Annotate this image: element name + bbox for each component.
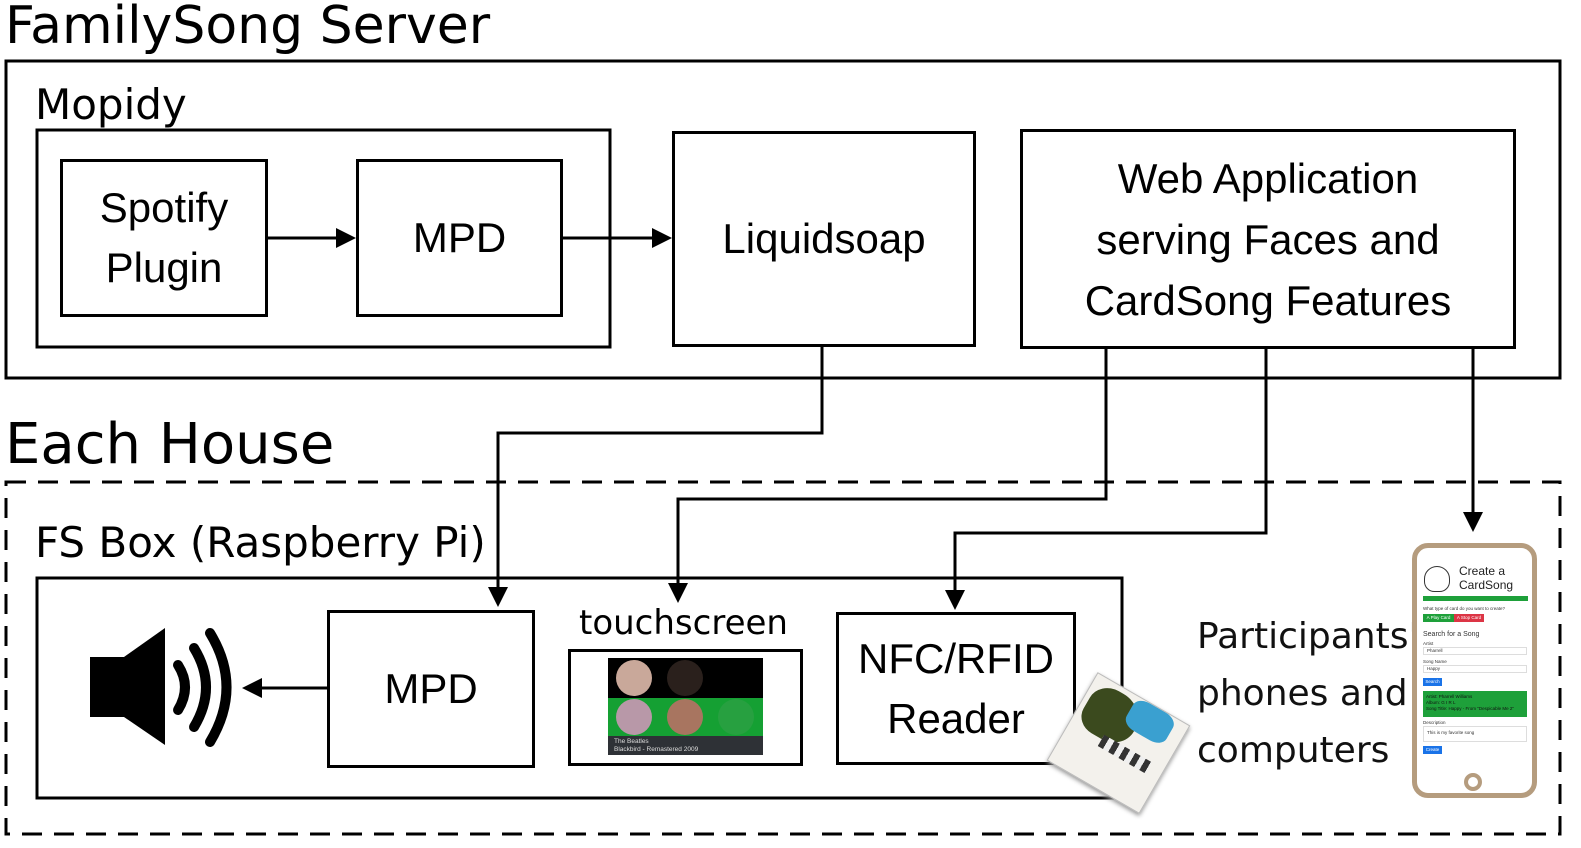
touchscreen-label: touchscreen: [579, 603, 788, 643]
house-mpd-box: MPD: [327, 610, 535, 768]
nfc-reader-box: NFC/RFID Reader: [836, 612, 1076, 765]
server-box: [4, 59, 1562, 380]
arrowhead: [652, 228, 672, 248]
face-avatar: [616, 699, 652, 735]
server-mpd-box: MPD: [356, 159, 563, 317]
arrowhead: [668, 583, 688, 603]
arrowhead: [242, 678, 262, 698]
search-result: Artist: Pharrell Williams Album: G I R L…: [1423, 691, 1527, 717]
now-playing-artist: The Beatles: [614, 738, 649, 745]
phone-mockup: Create a CardSong What type of card do y…: [1412, 543, 1537, 798]
arrowhead: [488, 587, 508, 607]
arrowhead: [336, 228, 356, 248]
server-title: FamilySong Server: [5, 0, 491, 56]
arrowhead: [1463, 512, 1483, 532]
song-label: Song Name: [1423, 659, 1447, 664]
description-label: Description: [1423, 720, 1446, 725]
participants-label: Participants' phones and computers: [1197, 616, 1419, 771]
search-heading: Search for a Song: [1423, 631, 1480, 638]
arrow-liquidsoap-housempd: [496, 346, 824, 590]
liquidsoap-box: Liquidsoap: [672, 131, 976, 347]
create-button[interactable]: Create: [1423, 746, 1442, 754]
artist-label: Artist: [1423, 641, 1434, 646]
face-avatar: [667, 699, 703, 735]
speaker-icon: [90, 628, 232, 747]
status-bar: [1423, 596, 1528, 601]
house-title: Each House: [5, 412, 335, 477]
artist-input[interactable]: Pharrell: [1423, 647, 1527, 655]
fsbox-label: FS Box (Raspberry Pi): [35, 518, 486, 567]
face-avatar: [667, 660, 703, 696]
arrow-web-touchscreen: [676, 348, 1108, 586]
spotify-plugin-box: Spotify Plugin: [60, 159, 268, 317]
now-playing-bar: The Beatles Blackbird - Remastered 2009: [608, 736, 763, 755]
face-avatar: [718, 699, 754, 735]
home-button-icon: [1464, 773, 1482, 791]
mopidy-label: Mopidy: [35, 80, 187, 129]
arrowhead: [945, 590, 965, 610]
stop-card-button[interactable]: A Stop Card: [1454, 614, 1484, 622]
card-type-question: What type of card do you want to create?: [1423, 606, 1506, 611]
play-card-button[interactable]: A Play Card: [1423, 614, 1454, 622]
description-input[interactable]: This is my favorite song: [1423, 726, 1527, 742]
house-box: [4, 480, 1562, 836]
web-application-box: Web Application serving Faces and CardSo…: [1020, 129, 1516, 349]
touchscreen-image: The Beatles Blackbird - Remastered 2009: [608, 658, 763, 755]
search-button[interactable]: Search: [1423, 678, 1442, 686]
face-avatar: [616, 660, 652, 696]
phone-title: Create a CardSong: [1459, 564, 1514, 592]
now-playing-track: Blackbird - Remastered 2009: [614, 746, 699, 753]
arrow-web-nfc: [953, 348, 1268, 593]
song-input[interactable]: Happy: [1423, 665, 1527, 673]
logo-icon: [1424, 566, 1450, 592]
